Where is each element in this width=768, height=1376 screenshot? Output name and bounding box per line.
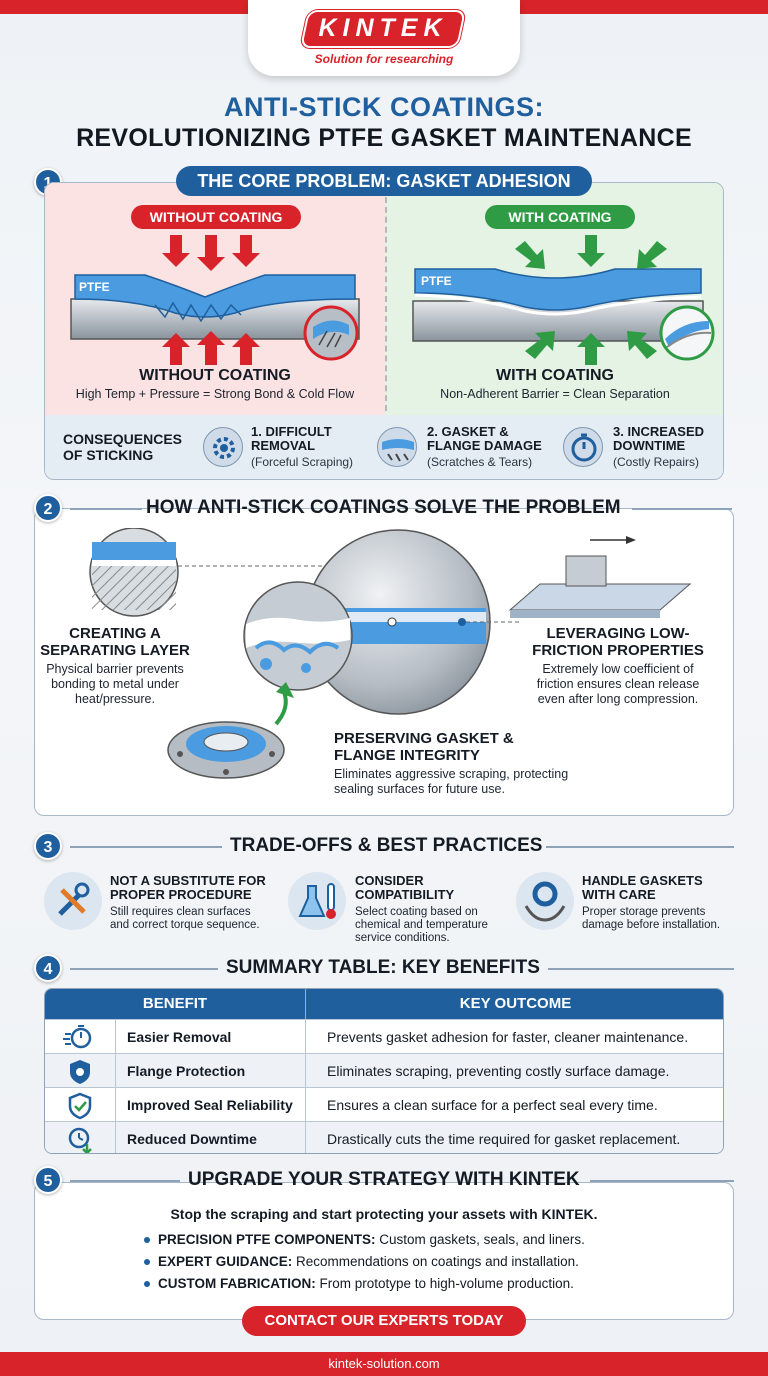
section-3-number: 3 bbox=[34, 832, 62, 860]
section-4-heading: SUMMARY TABLE: KEY BENEFITS bbox=[226, 957, 540, 978]
shield-icon bbox=[45, 1054, 115, 1088]
with-coating-subtitle: Non-Adherent Barrier = Clean Separation bbox=[440, 387, 670, 401]
table-header-outcome: KEY OUTCOME bbox=[305, 989, 723, 1019]
clock-arrow-icon bbox=[45, 1122, 115, 1153]
benefits-table: BENEFIT KEY OUTCOME Easier Removal Preve… bbox=[44, 988, 724, 1154]
page-title-line1: ANTI-STICK COATINGS: bbox=[224, 92, 544, 122]
section-4-rule-right bbox=[548, 968, 734, 970]
ptfe-label-coated: PTFE bbox=[421, 274, 452, 288]
section-2-heading: HOW ANTI-STICK COATINGS SOLVE THE PROBLE… bbox=[146, 497, 621, 518]
table-icon-divider bbox=[115, 1019, 116, 1153]
benefit-cell: Improved Seal Reliability bbox=[127, 1097, 293, 1113]
table-row: Reduced Downtime Drastically cuts the ti… bbox=[45, 1121, 723, 1153]
consequence-2-detail: (Scratches & Tears) bbox=[427, 455, 533, 469]
section-2-rule-right bbox=[632, 508, 732, 510]
table-row: Easier Removal Prevents gasket adhesion … bbox=[45, 1019, 723, 1054]
logo-tagline: Solution for researching bbox=[314, 52, 454, 66]
list-item: CUSTOM FABRICATION: From prototype to hi… bbox=[144, 1276, 574, 1291]
section-5-rule-right bbox=[590, 1180, 734, 1182]
consequence-2-title: 2. GASKET &FLANGE DAMAGE bbox=[427, 424, 542, 453]
integrity-title: PRESERVING GASKET &FLANGE INTEGRITY bbox=[334, 730, 514, 764]
without-coating-caption: WITHOUT COATING bbox=[139, 367, 291, 384]
consequence-1-detail: (Forceful Scraping) bbox=[251, 455, 354, 469]
without-coating-badge: WITHOUT COATING bbox=[131, 205, 301, 229]
without-coating-subtitle: High Temp + Pressure = Strong Bond & Col… bbox=[75, 387, 355, 401]
coating-mechanism-illustration bbox=[89, 528, 692, 779]
stuck-gasket-illustration: PTFE bbox=[70, 235, 360, 365]
integrity-text: Eliminates aggressive scraping, protecti… bbox=[334, 767, 569, 796]
outcome-cell: Drastically cuts the time required for g… bbox=[327, 1131, 681, 1147]
benefit-cell: Easier Removal bbox=[127, 1029, 232, 1045]
section-4-rule-left bbox=[70, 968, 218, 970]
section-2-rule-left bbox=[70, 508, 142, 510]
low-friction-title: LEVERAGING LOW-FRICTION PROPERTIES bbox=[532, 625, 704, 659]
section-2-number: 2 bbox=[34, 494, 62, 522]
gear-icon bbox=[203, 427, 243, 467]
ptfe-label: PTFE bbox=[79, 280, 110, 294]
page-title-line2: REVOLUTIONIZING PTFE GASKET MAINTENANCE bbox=[76, 124, 692, 152]
list-item: PRECISION PTFE COMPONENTS: Custom gasket… bbox=[144, 1232, 585, 1247]
logo: KINTEK bbox=[318, 14, 448, 42]
hands-gasket-icon bbox=[516, 872, 574, 930]
stopwatch-icon bbox=[45, 1020, 115, 1054]
benefit-cell: Reduced Downtime bbox=[127, 1131, 257, 1147]
section-4-number: 4 bbox=[34, 954, 62, 982]
consequences-title: CONSEQUENCES OF STICKING bbox=[63, 431, 183, 463]
table-header-benefit: BENEFIT bbox=[45, 989, 305, 1019]
section-3-heading: TRADE-OFFS & BEST PRACTICES bbox=[230, 835, 543, 856]
section-5-lead: Stop the scraping and start protecting y… bbox=[170, 1206, 598, 1222]
footer-website-link[interactable]: kintek-solution.com bbox=[0, 1352, 768, 1376]
section-5-heading: UPGRADE YOUR STRATEGY WITH KINTEK bbox=[188, 1169, 580, 1190]
table-column-divider bbox=[305, 1019, 306, 1153]
logo-tab[interactable]: KINTEK Solution for researching bbox=[248, 0, 520, 76]
outcome-cell: Eliminates scraping, preventing costly s… bbox=[327, 1063, 670, 1079]
outcome-cell: Prevents gasket adhesion for faster, cle… bbox=[327, 1029, 689, 1045]
consequence-3-detail: (Costly Repairs) bbox=[613, 455, 700, 469]
tools-icon bbox=[44, 872, 102, 930]
section-3-rule-right bbox=[546, 846, 734, 848]
coated-gasket-illustration: PTFE bbox=[412, 235, 715, 365]
torn-gasket-icon bbox=[377, 427, 417, 467]
table-row: Flange Protection Eliminates scraping, p… bbox=[45, 1053, 723, 1088]
with-coating-badge: WITH COATING bbox=[485, 205, 635, 229]
section-5-panel bbox=[34, 1182, 734, 1320]
with-coating-caption: WITH COATING bbox=[496, 367, 614, 384]
section-5-rule-left bbox=[70, 1180, 180, 1182]
shield-check-icon bbox=[45, 1088, 115, 1122]
section-1-panel: WITHOUT COATING WITH COATING PTFE WITHOU… bbox=[44, 182, 724, 480]
list-item: EXPERT GUIDANCE: Recommendations on coat… bbox=[144, 1254, 579, 1269]
section-3-rule-left bbox=[70, 846, 222, 848]
table-row: Improved Seal Reliability Ensures a clea… bbox=[45, 1087, 723, 1122]
benefit-cell: Flange Protection bbox=[127, 1063, 246, 1079]
section-5-number: 5 bbox=[34, 1166, 62, 1194]
panel-divider bbox=[385, 197, 387, 411]
flask-thermometer-icon bbox=[288, 872, 346, 930]
contact-experts-button[interactable]: CONTACT OUR EXPERTS TODAY bbox=[242, 1306, 526, 1336]
outcome-cell: Ensures a clean surface for a perfect se… bbox=[327, 1097, 658, 1113]
stopwatch-icon bbox=[563, 427, 603, 467]
section-1-heading: THE CORE PROBLEM: GASKET ADHESION bbox=[176, 166, 592, 196]
